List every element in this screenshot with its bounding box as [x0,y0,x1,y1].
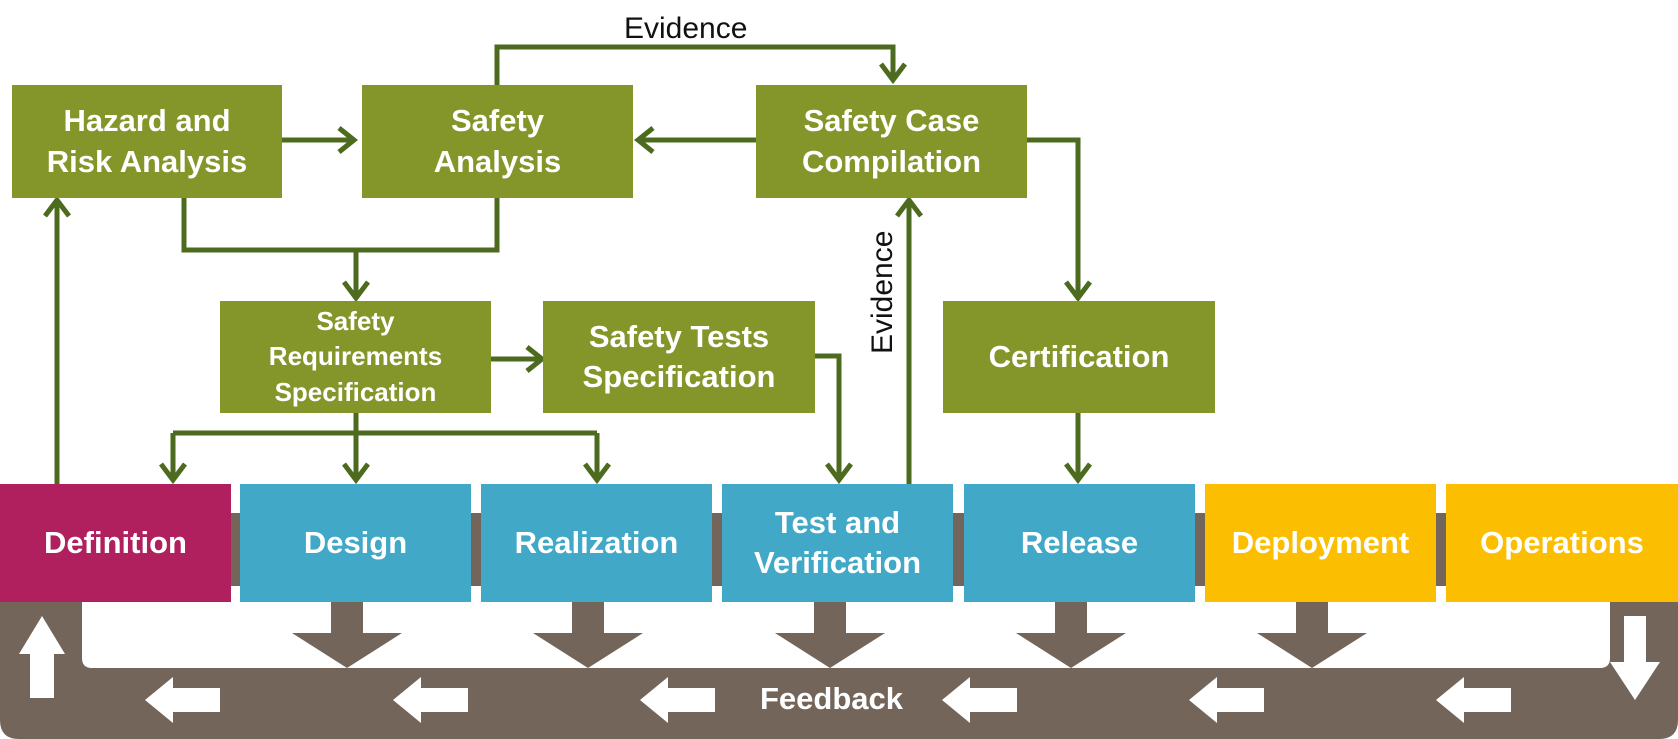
safety-tests-specification-label: Safety Tests Specification [582,318,776,394]
hazard-risk-analysis-box: Hazard and Risk Analysis [12,85,282,198]
evidence-vertical-label: Evidence [866,230,899,354]
safety-analysis-label: Safety Analysis [433,103,562,179]
left-arrow-icon [393,677,468,723]
down-arrow-icon [775,600,885,668]
safety-tests-specification-box: Safety Tests Specification [543,301,815,413]
left-arrow-icon [640,677,715,723]
phase-test-verification-label: Test and Verification [753,504,922,580]
phase-definition: Definition [0,484,231,602]
arrow-case-to-certification [1027,137,1081,296]
left-arrow-icon [145,677,220,723]
safety-analysis-box: Safety Analysis [362,85,633,198]
safety-case-compilation-box: Safety Case Compilation [756,85,1027,198]
up-arrow-icon [19,616,65,698]
certification-box: Certification [943,301,1215,413]
safety-requirements-specification-box: Safety Requirements Specification [220,301,491,413]
feedback-label: Feedback [760,681,904,716]
phase-definition-label: Definition [44,524,187,560]
phase-test-verification: Test and Verification [722,484,953,602]
down-arrow-icon [1016,600,1126,668]
phase-release: Release [964,484,1195,602]
arrow-tests-to-verification [815,353,842,478]
evidence-top-label: Evidence [624,12,748,45]
phase-realization-label: Realization [514,524,679,560]
safety-case-compilation-label: Safety Case Compilation [801,103,982,179]
hazard-risk-analysis-label: Hazard and Risk Analysis [46,103,248,179]
down-arrow-icon [292,600,402,668]
certification-label: Certification [988,338,1170,374]
left-arrow-icon [942,677,1017,723]
phase-operations: Operations [1446,484,1678,602]
safety-requirements-specification-label: Safety Requirements Specification [268,306,443,407]
phase-deployment: Deployment [1205,484,1436,602]
phase-design-label: Design [303,524,408,560]
down-arrow-icon [533,600,643,668]
left-arrow-icon [1436,677,1511,723]
phase-operations-label: Operations [1480,524,1644,560]
down-arrow-icon [1257,600,1367,668]
phase-release-label: Release [1020,524,1139,560]
arrow-evidence-top [494,44,896,85]
phase-realization: Realization [481,484,712,602]
arrow-to-safety-requirements [181,198,500,253]
left-arrow-icon [1189,677,1264,723]
down-arrow-icon [1610,616,1660,700]
phase-design: Design [240,484,471,602]
phase-deployment-label: Deployment [1231,524,1410,560]
